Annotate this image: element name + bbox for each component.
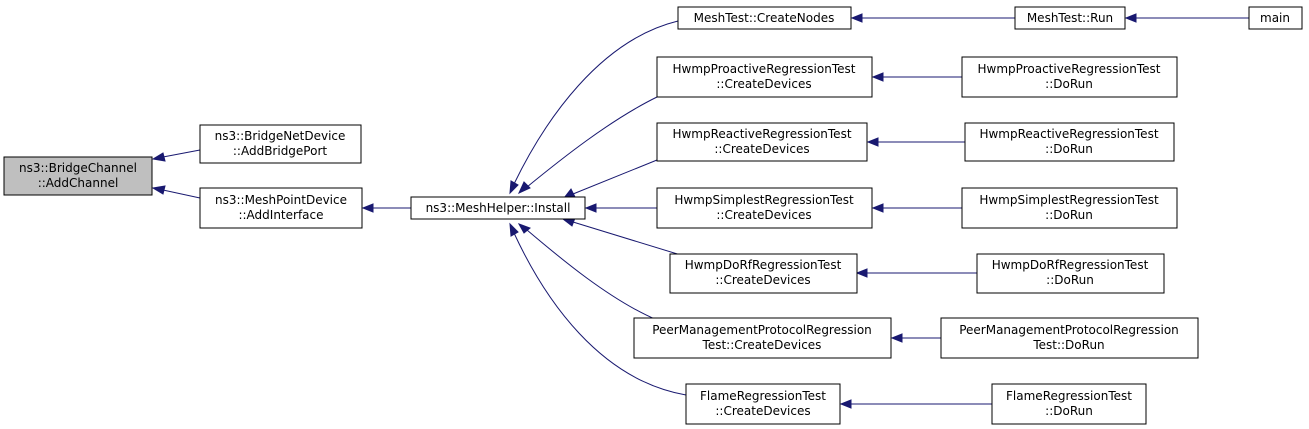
node-hwmp-dorf-do-run[interactable]: HwmpDoRfRegressionTest ::DoRun bbox=[976, 253, 1165, 294]
node-label-line1: PeerManagementProtocolRegression bbox=[652, 323, 872, 337]
node-label-line1: FlameRegressionTest bbox=[1006, 389, 1132, 403]
edge-proactive-dorun-to-createdevices bbox=[871, 72, 962, 82]
node-label-line1: PeerManagementProtocolRegression bbox=[959, 323, 1179, 337]
node-label-line1: HwmpSimplestRegressionTest bbox=[674, 193, 854, 207]
node-hwmp-simplest-create-devices[interactable]: HwmpSimplestRegressionTest ::CreateDevic… bbox=[656, 187, 873, 229]
node-label-line1: ns3::MeshPointDevice bbox=[215, 193, 347, 207]
node-label-line1: main bbox=[1260, 11, 1290, 25]
node-label-line2: ::DoRun bbox=[1046, 273, 1094, 287]
node-bridge-net-device-add-bridge-port[interactable]: ns3::BridgeNetDevice ::AddBridgePort bbox=[199, 124, 362, 164]
node-mesh-test-create-nodes[interactable]: MeshTest::CreateNodes bbox=[677, 6, 852, 30]
node-label-line2: ::CreateDevices bbox=[716, 77, 811, 91]
node-label-line1: HwmpProactiveRegressionTest bbox=[673, 62, 856, 76]
node-hwmp-simplest-do-run[interactable]: HwmpSimplestRegressionTest ::DoRun bbox=[961, 187, 1178, 229]
node-hwmp-reactive-do-run[interactable]: HwmpReactiveRegressionTest ::DoRun bbox=[964, 122, 1175, 162]
edge-peermgmt-dorun-to-createdevices bbox=[890, 333, 941, 343]
edge-main-to-run bbox=[1124, 13, 1249, 23]
node-hwmp-proactive-do-run[interactable]: HwmpProactiveRegressionTest ::DoRun bbox=[961, 56, 1178, 98]
node-label-line1: HwmpReactiveRegressionTest bbox=[672, 127, 851, 141]
edge-createnodes-to-install bbox=[509, 20, 679, 195]
node-label-line2: ::CreateDevices bbox=[715, 273, 810, 287]
node-label-line1: HwmpDoRfRegressionTest bbox=[685, 258, 842, 272]
node-label-line2: ::DoRun bbox=[1045, 142, 1093, 156]
node-label-line2: ::AddBridgePort bbox=[233, 144, 328, 158]
node-main[interactable]: main bbox=[1248, 6, 1303, 30]
node-flame-create-devices[interactable]: FlameRegressionTest ::CreateDevices bbox=[685, 383, 841, 425]
node-label-line1: MeshTest::Run bbox=[1027, 11, 1113, 25]
node-label-line2: ::CreateDevices bbox=[715, 404, 810, 418]
node-label-line1: HwmpReactiveRegressionTest bbox=[979, 127, 1158, 141]
edge-dorf-dorun-to-createdevices bbox=[855, 268, 977, 278]
edge-addinterface-to-addchannel bbox=[151, 185, 201, 199]
node-mesh-point-device-add-interface[interactable]: ns3::MeshPointDevice ::AddInterface bbox=[199, 187, 363, 229]
edge-run-to-createnodes bbox=[850, 13, 1015, 23]
node-label-line1: HwmpDoRfRegressionTest bbox=[992, 258, 1149, 272]
node-label-line1: HwmpProactiveRegressionTest bbox=[978, 62, 1161, 76]
edge-peermgmt-to-install bbox=[517, 223, 658, 321]
node-label-line2: ::AddChannel bbox=[38, 176, 119, 190]
node-bridge-channel-add-channel[interactable]: ns3::BridgeChannel ::AddChannel bbox=[3, 156, 153, 196]
node-hwmp-reactive-create-devices[interactable]: HwmpReactiveRegressionTest ::CreateDevic… bbox=[656, 122, 868, 162]
node-mesh-test-run[interactable]: MeshTest::Run bbox=[1014, 6, 1126, 30]
node-label-line2: ::CreateDevices bbox=[716, 208, 811, 222]
node-label-line2: ::DoRun bbox=[1045, 404, 1093, 418]
node-label-line1: ns3::MeshHelper::Install bbox=[426, 201, 571, 215]
node-peer-mgmt-do-run[interactable]: PeerManagementProtocolRegression Test::D… bbox=[940, 317, 1199, 359]
node-flame-do-run[interactable]: FlameRegressionTest ::DoRun bbox=[991, 383, 1147, 425]
edge-simplest-to-install bbox=[584, 203, 657, 213]
edge-bridgeport-to-addchannel bbox=[151, 149, 201, 162]
node-label-line1: ns3::BridgeNetDevice bbox=[215, 129, 346, 143]
node-hwmp-proactive-create-devices[interactable]: HwmpProactiveRegressionTest ::CreateDevi… bbox=[656, 56, 873, 98]
edge-simplest-dorun-to-createdevices bbox=[871, 203, 962, 213]
edge-install-to-addinterface bbox=[361, 203, 411, 213]
node-hwmp-dorf-create-devices[interactable]: HwmpDoRfRegressionTest ::CreateDevices bbox=[669, 253, 858, 294]
node-label-line2: ::AddInterface bbox=[238, 208, 323, 222]
node-label-line2: ::DoRun bbox=[1045, 208, 1093, 222]
edge-reactive-to-install bbox=[562, 159, 658, 199]
node-label-line1: ns3::BridgeChannel bbox=[19, 161, 137, 175]
node-mesh-helper-install[interactable]: ns3::MeshHelper::Install bbox=[410, 196, 586, 220]
node-label-line2: ::CreateDevices bbox=[714, 142, 809, 156]
node-label-line2: Test::CreateDevices bbox=[702, 338, 822, 352]
node-label-line1: FlameRegressionTest bbox=[700, 389, 826, 403]
edge-flame-dorun-to-createdevices bbox=[839, 399, 992, 409]
node-label-line2: ::DoRun bbox=[1045, 77, 1093, 91]
edge-reactive-dorun-to-createdevices bbox=[866, 137, 965, 147]
edge-flame-to-install bbox=[509, 222, 687, 396]
edge-proactive-to-install bbox=[517, 96, 658, 195]
node-label-line1: MeshTest::CreateNodes bbox=[694, 11, 835, 25]
node-peer-mgmt-create-devices[interactable]: PeerManagementProtocolRegression Test::C… bbox=[633, 317, 892, 359]
node-label-line2: Test::DoRun bbox=[1032, 338, 1104, 352]
node-label-line1: HwmpSimplestRegressionTest bbox=[979, 193, 1159, 207]
